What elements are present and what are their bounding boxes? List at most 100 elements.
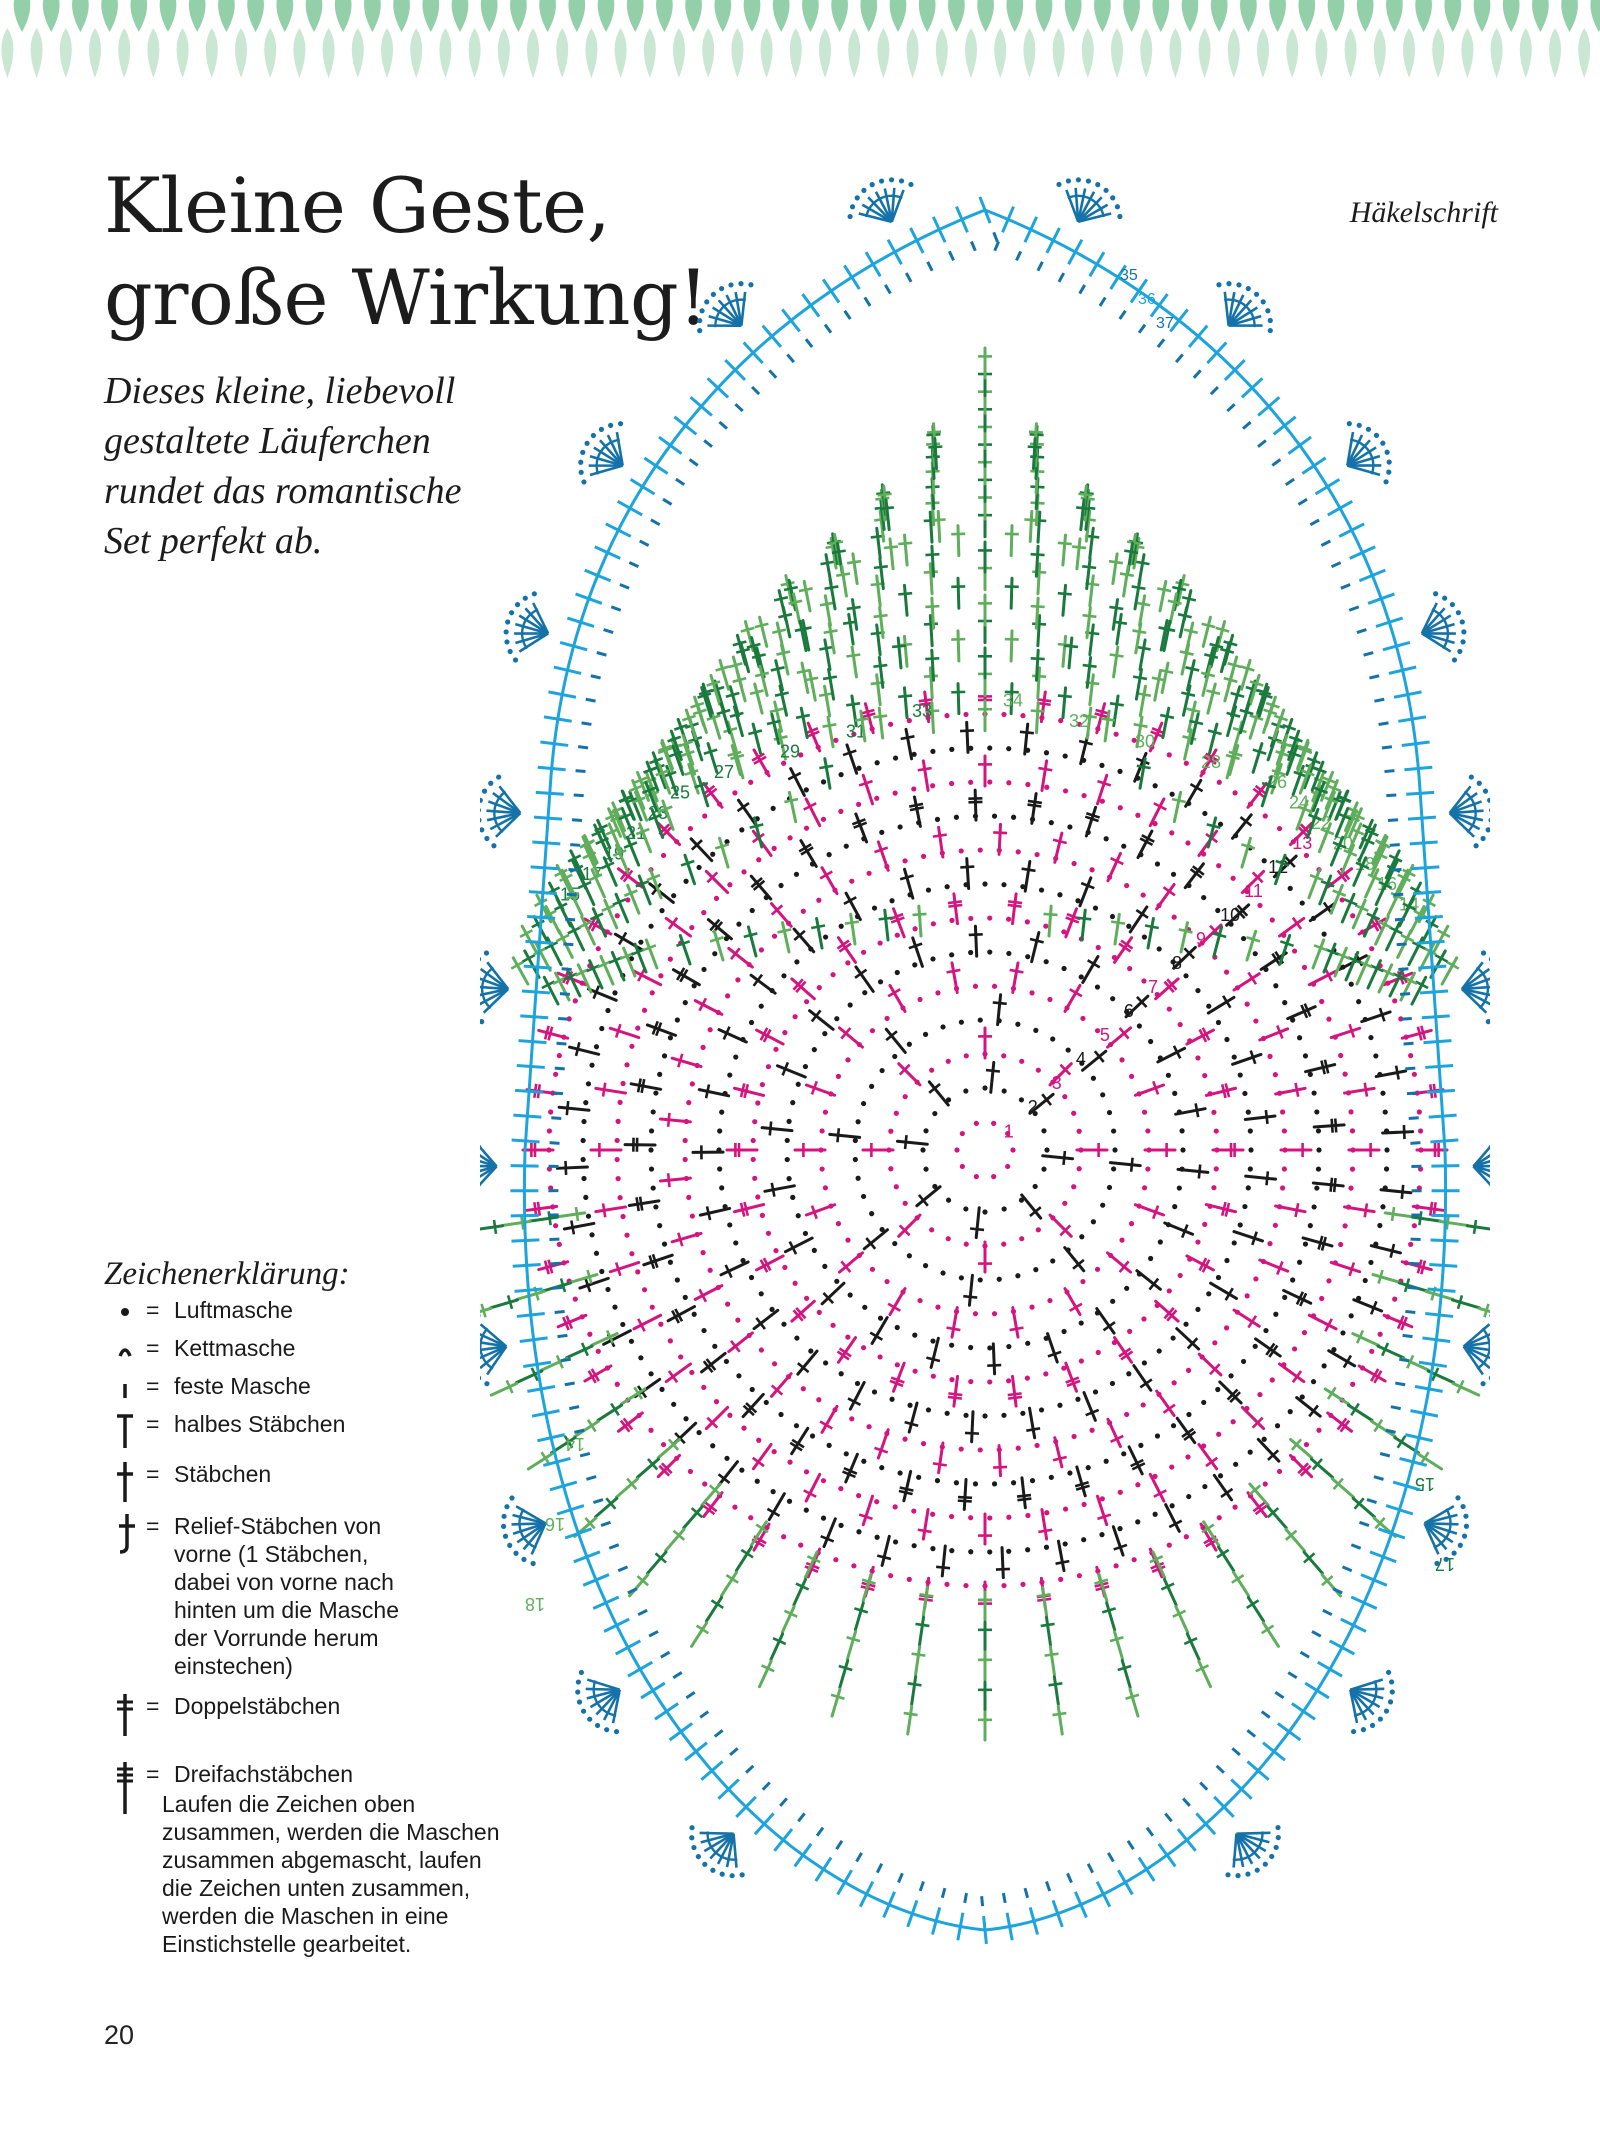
stitch-bar xyxy=(1085,812,1101,819)
stitch-bar xyxy=(1324,796,1339,804)
stitch-bar xyxy=(1204,653,1219,660)
stitch-mark xyxy=(838,1658,850,1689)
edging-stitch xyxy=(1422,1336,1451,1343)
chain-dot xyxy=(1111,1166,1117,1172)
stitch-mark xyxy=(619,1387,647,1406)
edging-stitch xyxy=(814,1856,833,1882)
stitch-bar xyxy=(1119,572,1135,578)
edging-sc xyxy=(963,1892,968,1904)
stitch-bar xyxy=(1172,585,1187,592)
chain-dot xyxy=(781,1534,787,1540)
chain-dot xyxy=(977,1277,983,1283)
chain-dot xyxy=(987,1549,993,1555)
stitch-mark xyxy=(1061,634,1068,668)
chain-dot xyxy=(1044,1510,1050,1516)
stitch-bar xyxy=(877,1554,892,1561)
chain-dot xyxy=(1186,1411,1192,1418)
chain-dot xyxy=(614,1381,620,1387)
chain-dot xyxy=(739,1467,745,1473)
chain-dot xyxy=(1089,867,1095,873)
stitch-mark xyxy=(1041,1586,1049,1617)
stitch-bar xyxy=(1251,871,1264,884)
legend-label: Kettmasche xyxy=(174,1335,296,1361)
chain-dot xyxy=(1356,422,1362,428)
stitch-mark xyxy=(669,729,683,761)
stitch-mark xyxy=(586,987,618,1002)
chain-dot xyxy=(1291,1346,1298,1352)
chain-dot xyxy=(819,1166,825,1172)
edging-sc xyxy=(1086,1863,1095,1874)
edging-stitch xyxy=(516,1064,545,1069)
leaf-shape xyxy=(1,28,14,78)
chain-dot xyxy=(845,1237,851,1243)
edging-stitch xyxy=(886,238,903,265)
stitch-mark xyxy=(1034,648,1040,682)
edging-stitch xyxy=(1428,1113,1457,1119)
stitch-mark xyxy=(845,743,859,775)
stitch-bar xyxy=(1309,873,1324,882)
stitch-mark xyxy=(1307,1313,1338,1331)
chain-dot xyxy=(1141,1360,1148,1366)
stitch-mark xyxy=(846,1630,858,1661)
stitch-mark xyxy=(1376,1344,1405,1360)
stitch-bar xyxy=(898,694,913,699)
stitch-mark xyxy=(1132,1364,1153,1392)
edging-sc xyxy=(1373,1475,1384,1481)
edging-sc xyxy=(1297,497,1308,506)
stitch-mark xyxy=(1204,1203,1238,1214)
stitch-bar xyxy=(1324,1318,1333,1332)
shell-fan xyxy=(1056,177,1123,224)
chain-dot xyxy=(1468,774,1474,780)
chain-dot xyxy=(1273,1311,1279,1317)
chain-dot xyxy=(1296,1259,1303,1265)
chain-dot xyxy=(781,1321,787,1327)
chain-dot xyxy=(790,1100,796,1106)
stitch-mark xyxy=(792,1577,808,1607)
stitch-bar xyxy=(932,1462,947,1467)
chain-dot xyxy=(697,317,703,324)
fan-spoke xyxy=(480,1165,498,1187)
edging-sc xyxy=(564,1381,575,1387)
stitch-bar xyxy=(768,1121,773,1136)
chain-dot xyxy=(1018,1097,1025,1103)
edging-sc xyxy=(563,942,574,947)
stitch-mark xyxy=(928,562,934,596)
fan-spoke xyxy=(1461,987,1490,1006)
chain-dot xyxy=(1212,1340,1218,1346)
chain-dot xyxy=(697,328,703,334)
chain-dot xyxy=(786,1176,792,1182)
fan-spoke xyxy=(1424,1521,1459,1526)
leaf-shape xyxy=(1035,0,1053,32)
chain-dot xyxy=(851,1563,857,1569)
stitch-mark xyxy=(626,883,641,915)
stitch-mark xyxy=(1137,553,1146,586)
stitch-mark xyxy=(783,1236,814,1254)
stitch-bar xyxy=(740,626,755,633)
stitch-mark xyxy=(952,1374,960,1408)
chain-dot xyxy=(1034,851,1040,858)
stitch-bar xyxy=(1374,839,1389,848)
round-3: 3 xyxy=(861,1026,1109,1274)
stitch-bar xyxy=(830,1693,845,1700)
chain-dot xyxy=(1006,1548,1012,1554)
leaf-shape xyxy=(480,0,498,32)
chain-dot xyxy=(521,1556,527,1562)
fan-spoke xyxy=(1420,607,1446,635)
fan-spoke xyxy=(518,632,549,653)
leaf-shape xyxy=(626,0,644,32)
chain-dot xyxy=(689,1213,695,1219)
stitch-mark xyxy=(1131,532,1139,565)
stitch-bar xyxy=(555,1354,564,1369)
stitch-mark xyxy=(956,682,961,716)
stitch-mark xyxy=(875,526,882,560)
chain-dot xyxy=(1443,1556,1449,1562)
chain-dot xyxy=(1231,1240,1237,1246)
stitch-bar xyxy=(676,940,691,948)
stitch-mark xyxy=(1134,667,1143,701)
leaf-shape xyxy=(1064,0,1082,32)
edging-sc xyxy=(1199,1781,1209,1791)
edging-sc xyxy=(768,369,778,379)
stitch-bar xyxy=(1222,995,1232,1009)
stitch-bar xyxy=(1072,1258,1085,1270)
stitch-mark xyxy=(1450,1298,1481,1310)
